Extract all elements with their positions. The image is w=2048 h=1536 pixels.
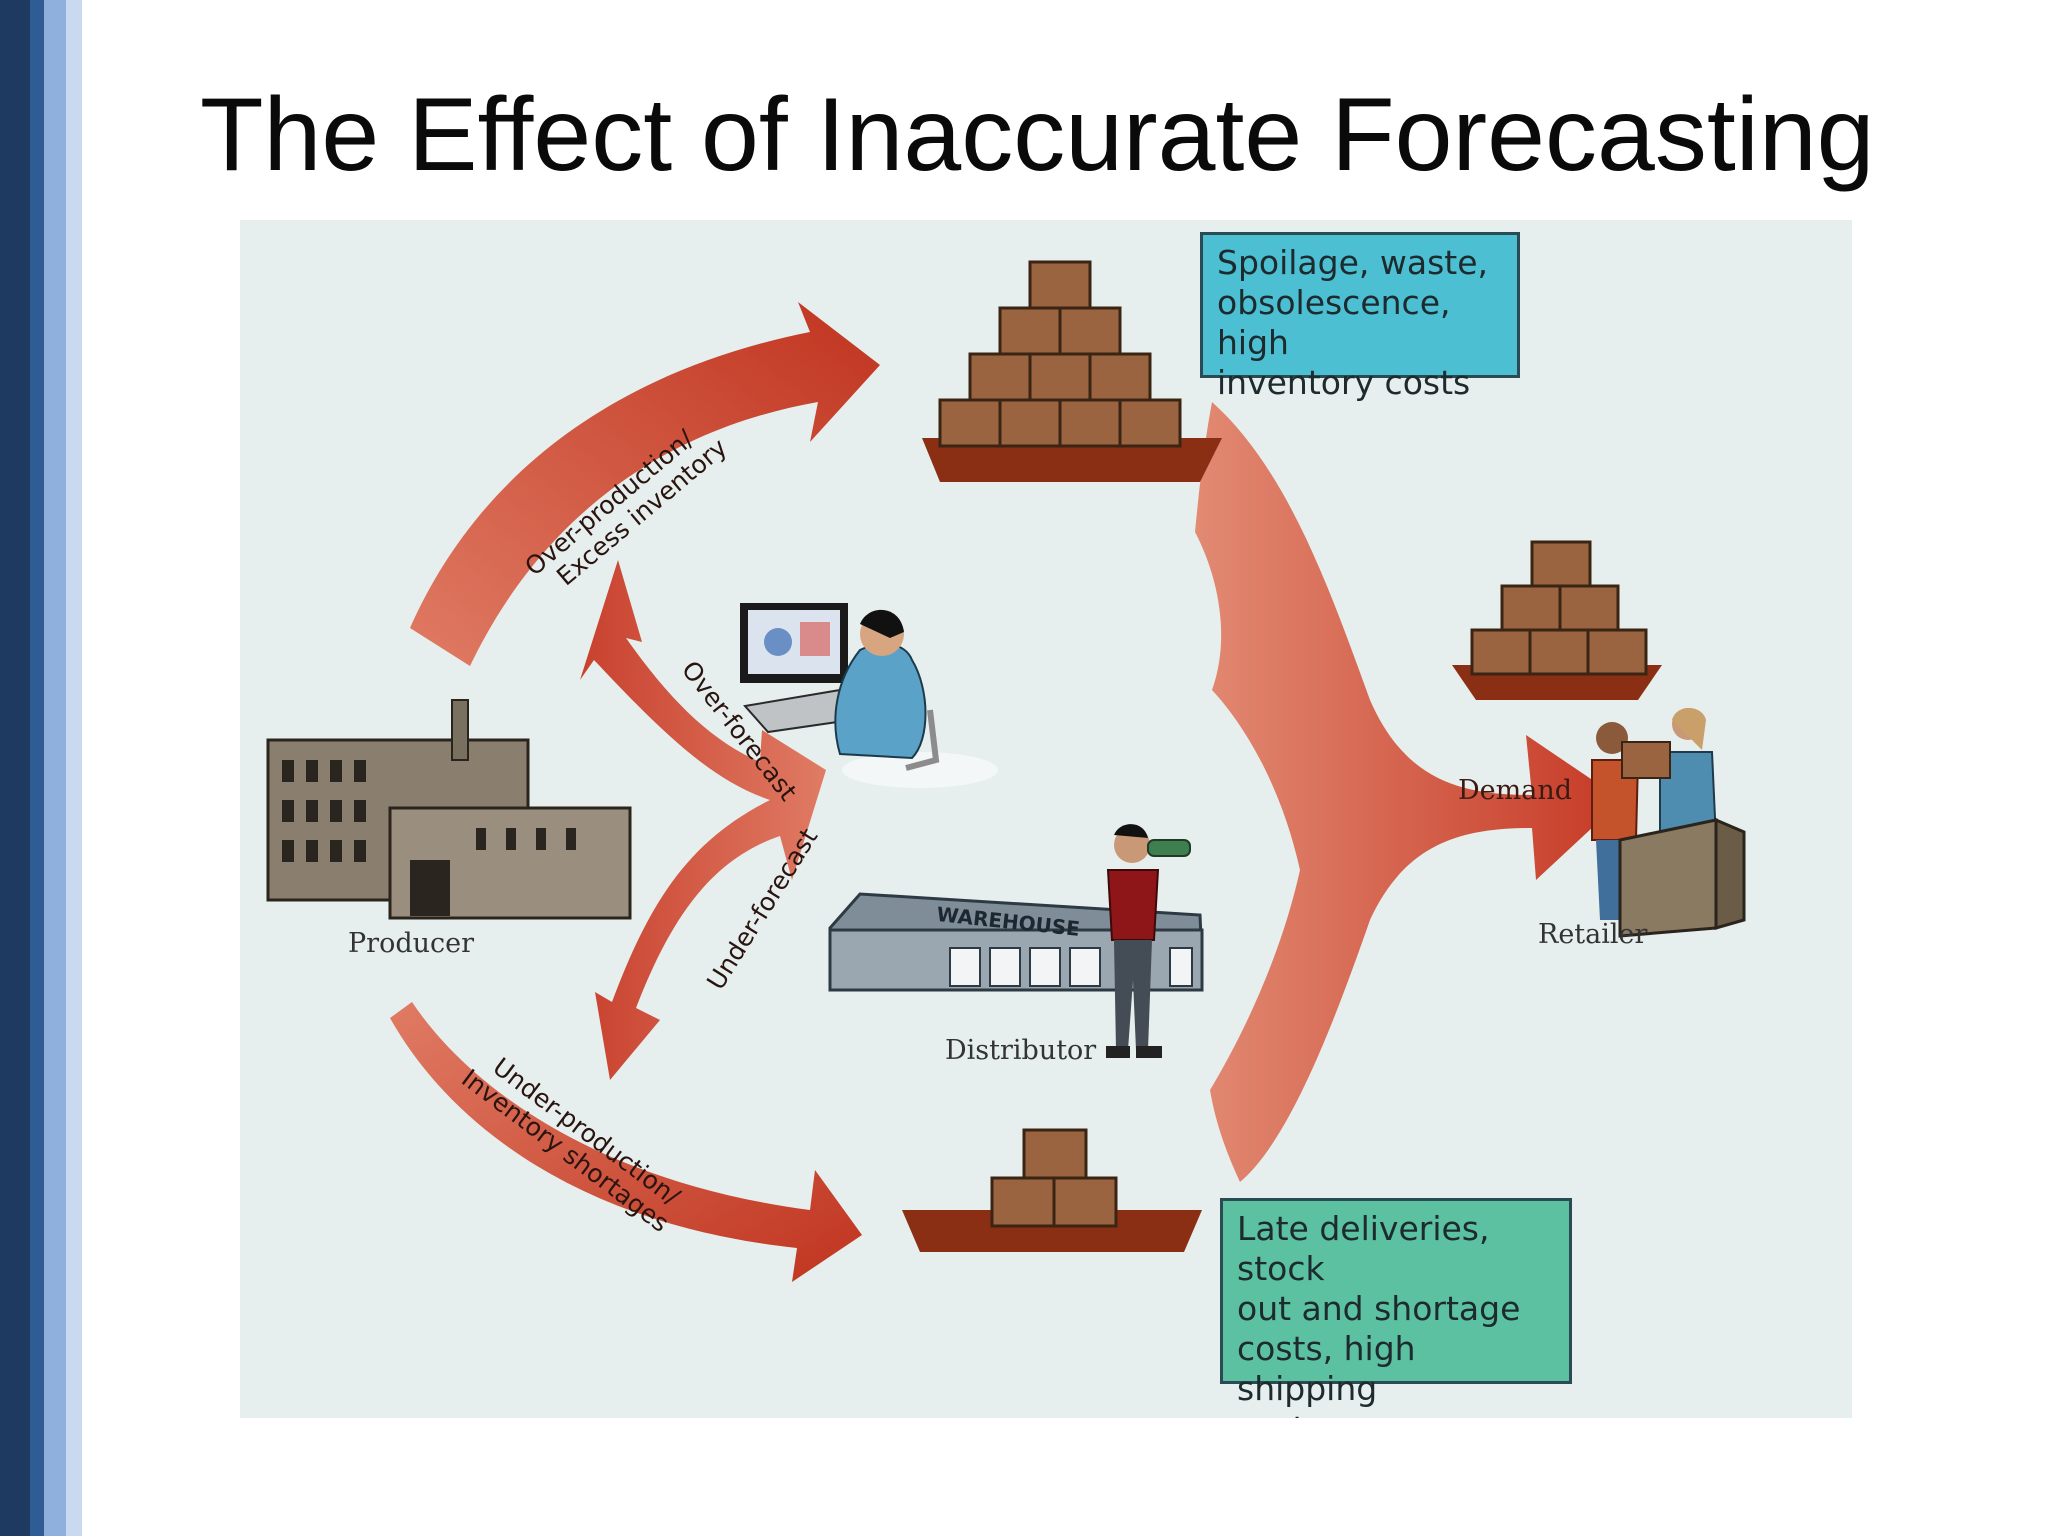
retailer-stock-boxes-illustration — [1452, 540, 1662, 700]
retailer-illustration — [1591, 708, 1746, 938]
stripe-light — [44, 0, 66, 1536]
stripe-medium — [30, 0, 44, 1536]
shortage-boxes-illustration — [902, 1128, 1202, 1252]
demand-label: Demand — [1458, 775, 1572, 806]
distributor-label: Distributor — [945, 1035, 1097, 1066]
forecasting-diagram: Spoilage, waste, obsolescence, high inve… — [240, 220, 1852, 1418]
callout-bottom-line-2: out and shortage — [1237, 1289, 1521, 1328]
distributor-person-illustration — [1106, 824, 1191, 1058]
retailer-label: Retailer — [1538, 919, 1648, 950]
stripe-pale — [66, 0, 82, 1536]
factory-illustration — [266, 699, 632, 920]
forecaster-at-computer-illustration — [740, 603, 998, 788]
decorative-side-stripes — [0, 0, 82, 1536]
callout-bottom-line-3: costs, high shipping — [1237, 1329, 1416, 1408]
stripe-dark — [0, 0, 30, 1536]
warehouse-illustration — [828, 892, 1204, 992]
callout-top-line-2: obsolescence, high — [1217, 283, 1451, 362]
callout-top-line-1: Spoilage, waste, — [1217, 243, 1489, 282]
demand-arrow — [1195, 402, 1622, 1182]
producer-label: Producer — [348, 928, 475, 959]
under-production-arrow — [390, 1002, 862, 1282]
callout-top-line-3: inventory costs — [1217, 363, 1471, 402]
callout-bottom-line-1: Late deliveries, stock — [1237, 1209, 1490, 1288]
top-callout-background — [1200, 232, 1520, 378]
callout-bottom-line-4: costs. — [1237, 1409, 1555, 1418]
bottom-callout-background — [1220, 1198, 1572, 1384]
over-production-arrow — [410, 302, 880, 666]
late-deliveries-callout: Late deliveries, stock out and shortage … — [1220, 1198, 1572, 1418]
slide-title: The Effect of Inaccurate Forecasting — [200, 77, 1875, 193]
forecast-branch-arrow — [580, 560, 826, 1080]
diagram-canvas — [240, 220, 1852, 1418]
excess-inventory-boxes-illustration — [922, 260, 1222, 482]
spoilage-costs-callout: Spoilage, waste, obsolescence, high inve… — [1200, 232, 1520, 402]
